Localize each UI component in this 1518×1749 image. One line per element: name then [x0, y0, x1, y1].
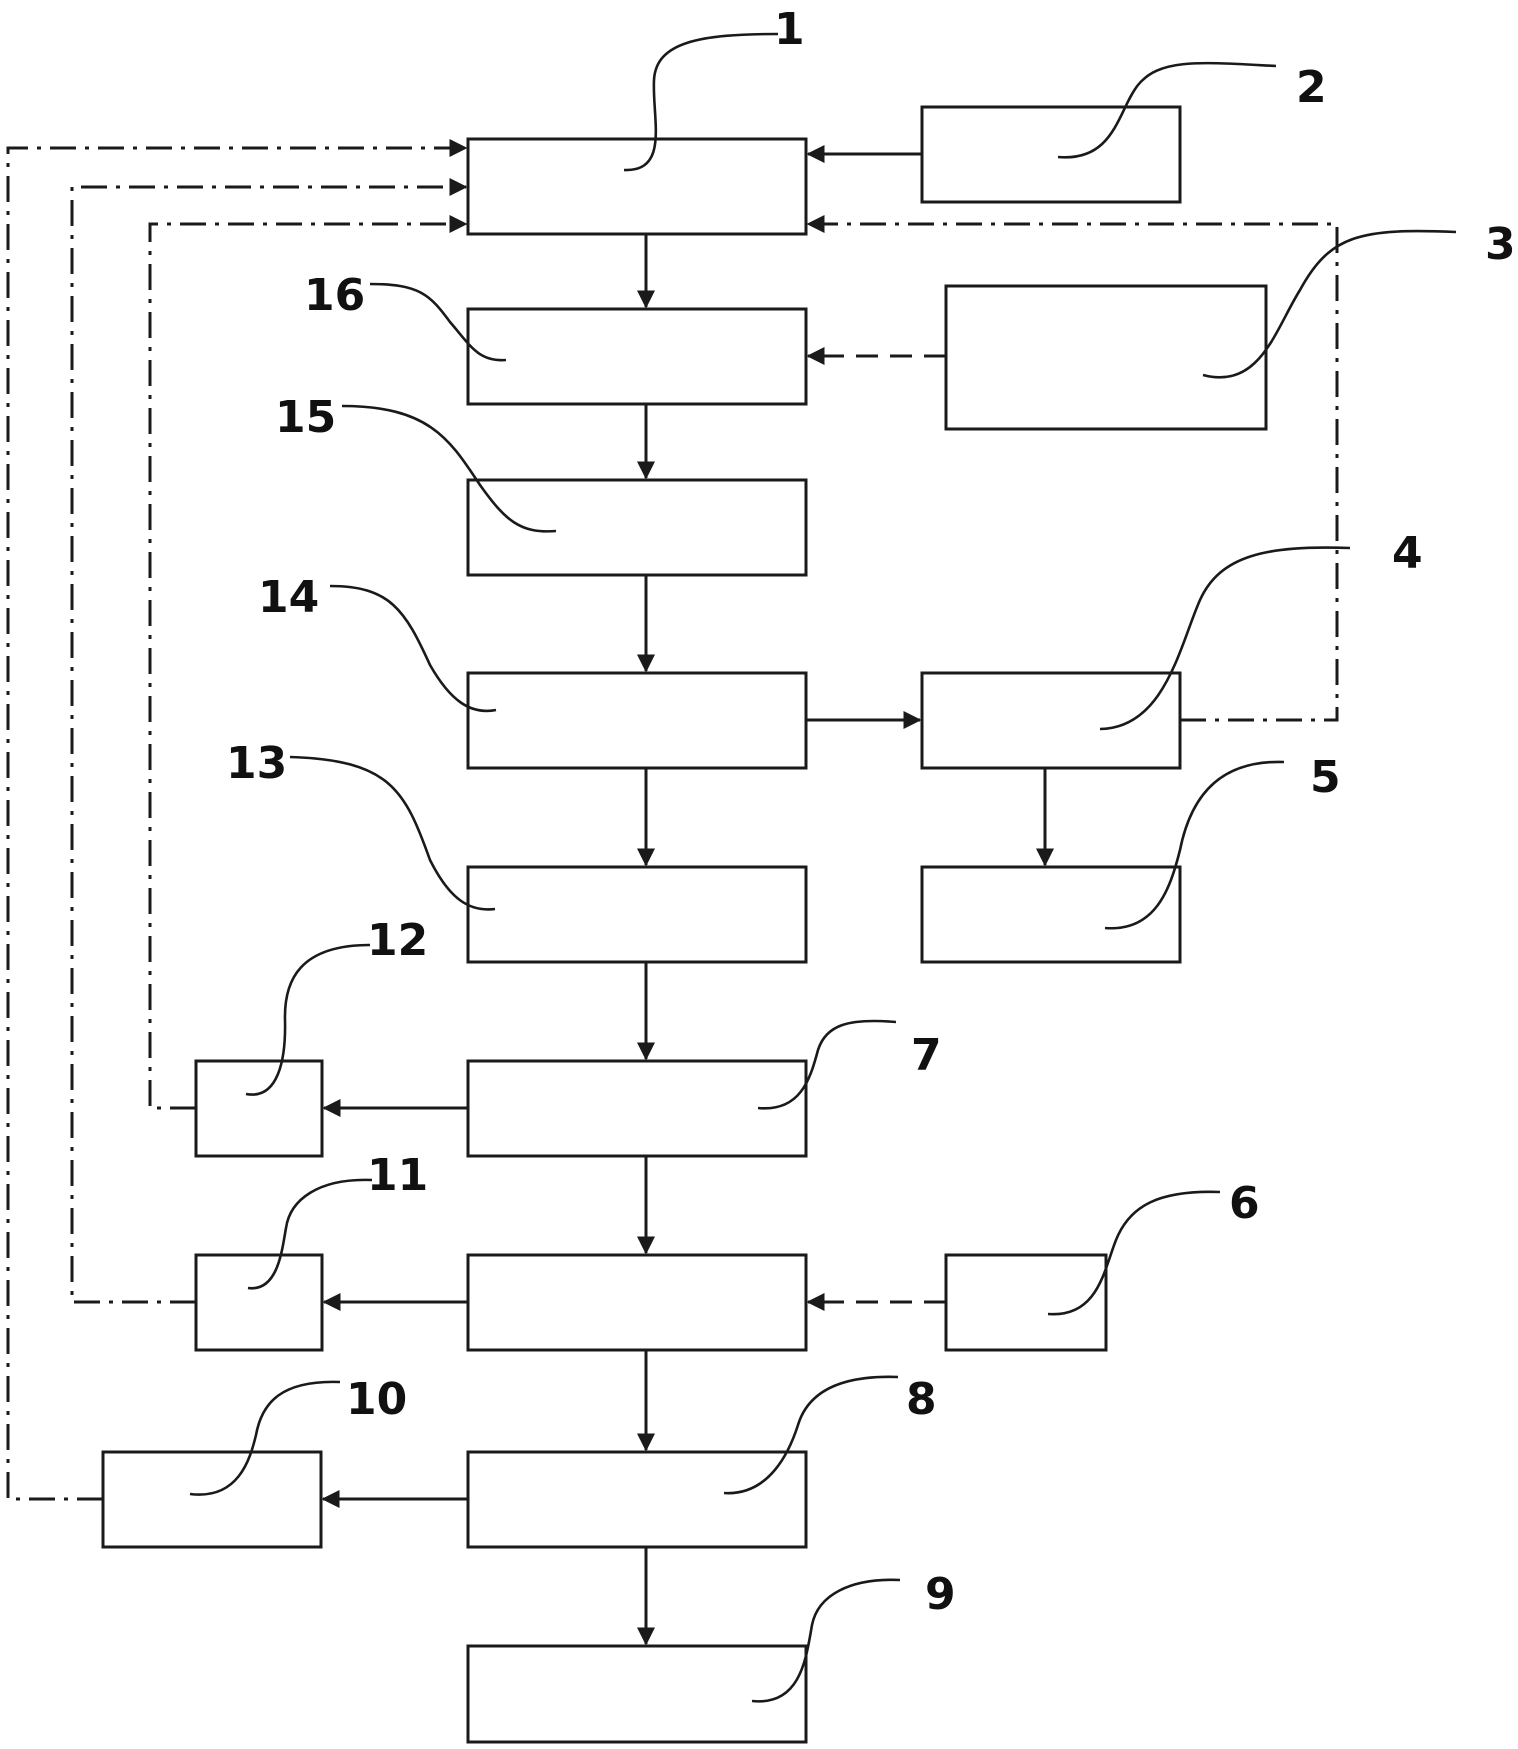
leader-2	[1057, 61, 1277, 159]
label-13: 13	[226, 738, 287, 789]
label-12: 12	[367, 915, 428, 966]
feedback-11-to-1	[70, 178, 468, 1304]
label-9: 9	[925, 1569, 956, 1620]
block-14	[466, 671, 808, 770]
leader-3	[1202, 229, 1457, 379]
label-8: 8	[906, 1374, 937, 1425]
leader-12	[245, 943, 371, 1096]
leader-1	[623, 32, 779, 172]
block-unlabeled	[466, 1253, 808, 1352]
label-4: 4	[1392, 528, 1423, 579]
block-7	[466, 1059, 808, 1158]
leader-14	[329, 584, 497, 713]
leader-5	[1104, 760, 1285, 930]
label-16: 16	[304, 270, 365, 321]
label-11: 11	[367, 1150, 428, 1201]
block-2	[920, 105, 1182, 204]
leader-4	[1099, 546, 1351, 731]
label-6: 6	[1229, 1178, 1260, 1229]
block-3	[944, 284, 1268, 431]
leader-7	[757, 1019, 897, 1110]
block-13	[466, 865, 808, 964]
block-4	[920, 671, 1182, 770]
label-10: 10	[346, 1374, 407, 1425]
label-3: 3	[1485, 219, 1516, 270]
block-12	[194, 1059, 324, 1158]
feedback-12-to-1	[148, 215, 468, 1110]
block-16	[466, 307, 808, 406]
leader-16	[369, 282, 507, 362]
leader-13	[289, 755, 496, 911]
block-11	[194, 1253, 324, 1352]
block-15	[466, 478, 808, 577]
block-5	[920, 865, 1182, 964]
label-2: 2	[1296, 62, 1327, 113]
block-10	[101, 1450, 323, 1549]
label-7: 7	[911, 1030, 942, 1081]
block-8	[466, 1450, 808, 1549]
block-1	[466, 137, 808, 236]
feedback-4-to-1	[806, 215, 1339, 722]
leader-10	[189, 1380, 341, 1496]
leader-15	[341, 404, 557, 533]
label-5: 5	[1310, 752, 1341, 803]
feedback-10-to-1	[6, 139, 468, 1501]
leader-8	[723, 1375, 899, 1495]
block-9	[466, 1644, 808, 1744]
block-6	[944, 1253, 1108, 1352]
label-14: 14	[258, 572, 319, 623]
label-1: 1	[774, 4, 805, 55]
leader-6	[1047, 1190, 1221, 1316]
label-15: 15	[275, 392, 336, 443]
leader-9	[751, 1578, 901, 1703]
leader-11	[247, 1178, 373, 1290]
